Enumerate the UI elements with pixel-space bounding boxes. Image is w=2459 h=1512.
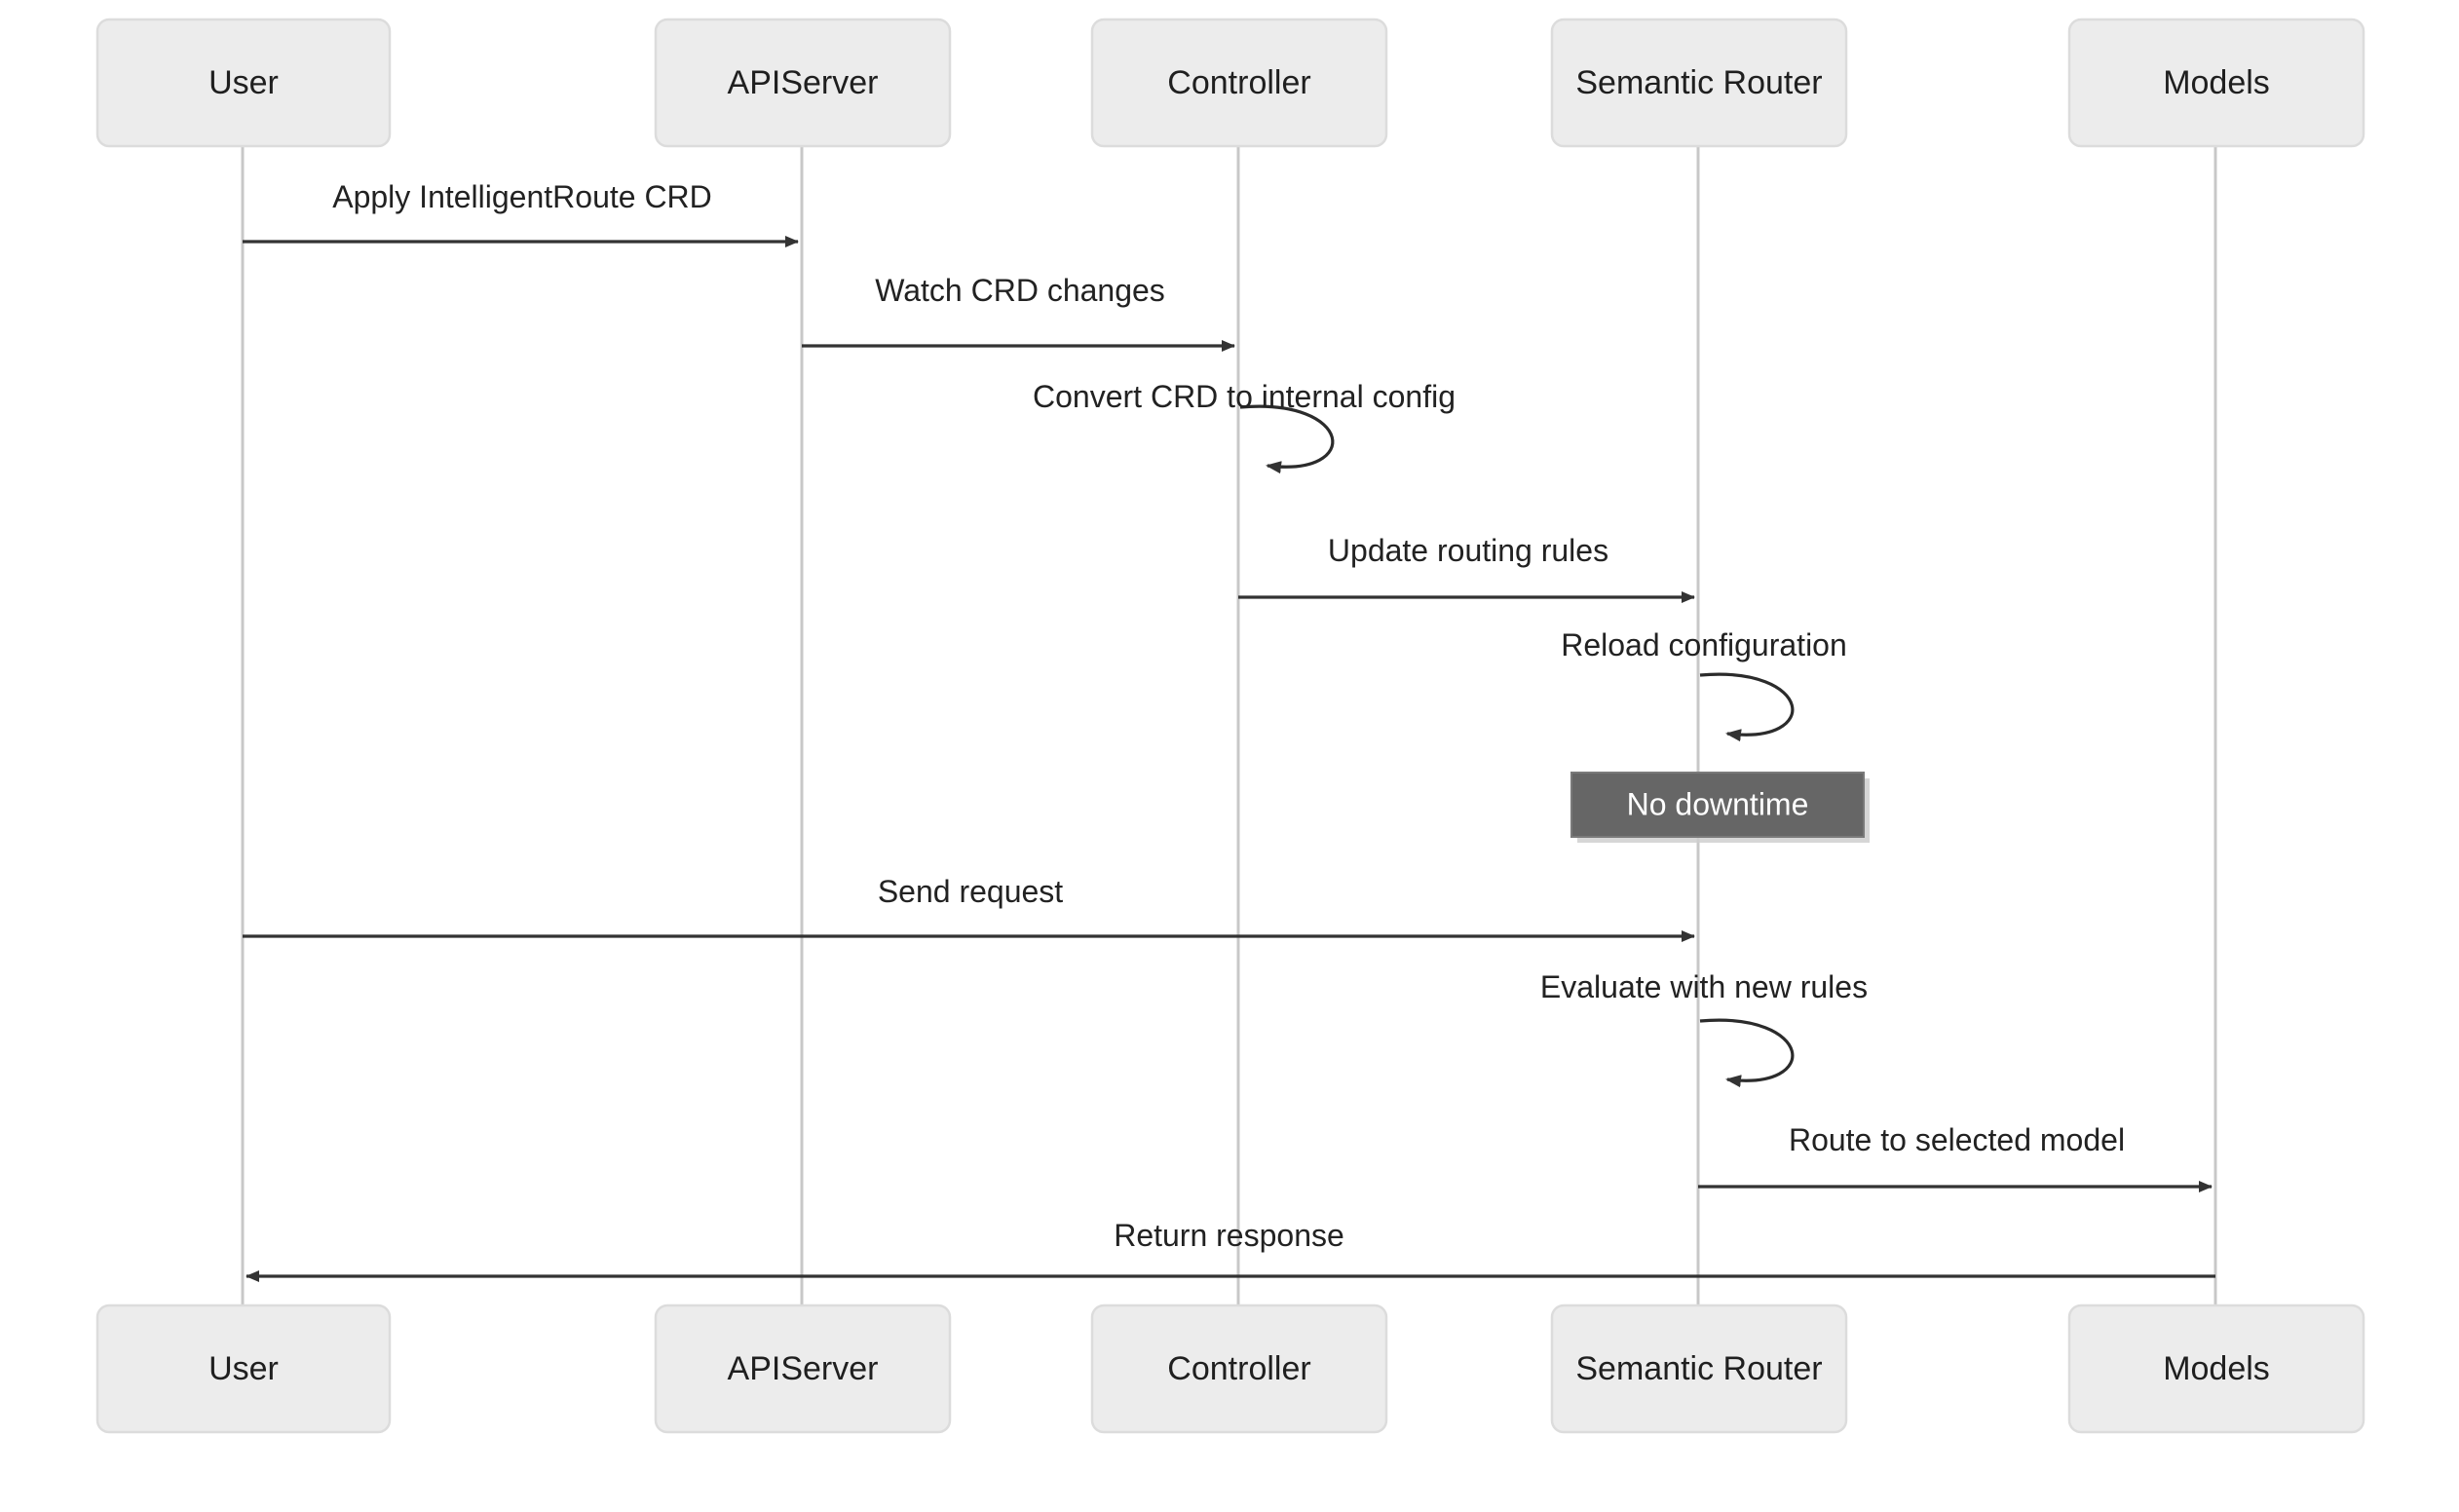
actor-box-rect bbox=[1090, 18, 1388, 148]
actor-label: User bbox=[208, 64, 279, 101]
message-label: Update routing rules bbox=[1328, 533, 1608, 568]
actor-top-controller[interactable]: Controller bbox=[1090, 18, 1388, 148]
actor-label: APIServer bbox=[728, 1350, 879, 1387]
actor-top-user[interactable]: User bbox=[95, 18, 392, 148]
lifelines-group bbox=[241, 146, 2217, 1305]
actor-bottom-models[interactable]: Models bbox=[2067, 1304, 2365, 1434]
message-m7[interactable]: Evaluate with new rules bbox=[1540, 969, 1868, 1088]
actor-bottom-user[interactable]: User bbox=[95, 1304, 392, 1434]
actor-box-rect bbox=[654, 18, 952, 148]
note-n1[interactable]: No downtime bbox=[1570, 772, 1870, 843]
actor-bottom-apiserver[interactable]: APIServer bbox=[654, 1304, 952, 1434]
note-rect bbox=[1570, 772, 1865, 838]
actor-box-rect bbox=[1090, 1304, 1388, 1434]
actor-box-rect bbox=[1550, 1304, 1848, 1434]
message-m8[interactable]: Route to selected model bbox=[1698, 1122, 2213, 1192]
actor-label: User bbox=[208, 1350, 279, 1387]
actor-top-apiserver[interactable]: APIServer bbox=[654, 18, 952, 148]
message-label: Return response bbox=[1114, 1218, 1344, 1253]
actor-top-models[interactable]: Models bbox=[2067, 18, 2365, 148]
actor-label: Models bbox=[2163, 1350, 2270, 1387]
actor-box-rect bbox=[95, 18, 392, 148]
message-label: Convert CRD to internal config bbox=[1033, 379, 1456, 414]
actor-box-rect bbox=[2067, 1304, 2365, 1434]
message-label: Route to selected model bbox=[1789, 1122, 2125, 1157]
notes-group: No downtime bbox=[1570, 772, 1870, 843]
self-message-loop bbox=[1699, 1018, 1795, 1088]
message-label: Send request bbox=[878, 874, 1063, 909]
actor-box-rect bbox=[95, 1304, 392, 1434]
actor-label: APIServer bbox=[728, 64, 879, 101]
actor-label: Models bbox=[2163, 64, 2270, 101]
message-m9[interactable]: Return response bbox=[246, 1218, 2215, 1282]
message-label: Watch CRD changes bbox=[875, 273, 1165, 308]
message-m4[interactable]: Update routing rules bbox=[1238, 533, 1695, 603]
actor-bottom-controller[interactable]: Controller bbox=[1090, 1304, 1388, 1434]
actor-bottom-router[interactable]: Semantic Router bbox=[1550, 1304, 1848, 1434]
message-m5[interactable]: Reload configuration bbox=[1561, 627, 1847, 742]
message-m3[interactable]: Convert CRD to internal config bbox=[1033, 379, 1456, 474]
message-label: Evaluate with new rules bbox=[1540, 969, 1868, 1004]
self-message-loop bbox=[1239, 404, 1335, 474]
actor-top-router[interactable]: Semantic Router bbox=[1550, 18, 1848, 148]
actor-label: Controller bbox=[1167, 64, 1310, 101]
message-m1[interactable]: Apply IntelligentRoute CRD bbox=[243, 179, 799, 247]
self-message-loop bbox=[1699, 672, 1795, 742]
actor-boxes-top: User APIServer Controller Semantic Router Mo… bbox=[95, 18, 2365, 148]
message-label: Apply IntelligentRoute CRD bbox=[332, 179, 712, 214]
actor-label: Controller bbox=[1167, 1350, 1310, 1387]
actor-boxes-bottom: User APIServer Controller Semantic Router Mo… bbox=[95, 1304, 2365, 1434]
message-m2[interactable]: Watch CRD changes bbox=[802, 273, 1235, 352]
messages-group: Apply IntelligentRoute CRD Watch CRD chan… bbox=[243, 179, 2215, 1282]
note-label: No downtime bbox=[1627, 786, 1809, 821]
actor-box-rect bbox=[654, 1304, 952, 1434]
actor-box-rect bbox=[2067, 18, 2365, 148]
actor-label: Semantic Router bbox=[1575, 1350, 1822, 1387]
actor-label: Semantic Router bbox=[1575, 64, 1822, 101]
message-label: Reload configuration bbox=[1561, 627, 1847, 662]
message-m6[interactable]: Send request bbox=[243, 874, 1695, 942]
actor-box-rect bbox=[1550, 18, 1848, 148]
